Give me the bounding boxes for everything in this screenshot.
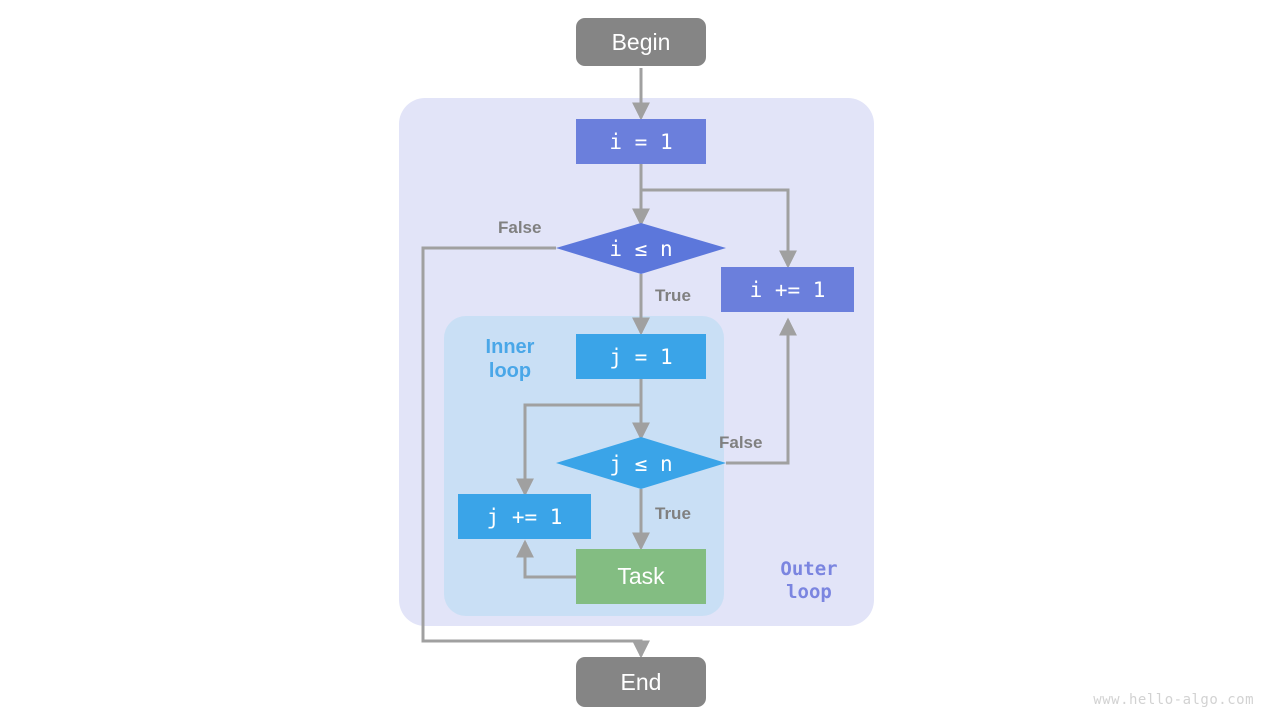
watermark: www.hello-algo.com xyxy=(1093,692,1254,708)
connector-i-init-branch-to-i-incr xyxy=(641,188,797,269)
edge-label-i-cond-false: False xyxy=(498,218,542,237)
node-i-incr-shape[interactable] xyxy=(721,267,854,312)
connector-task-to-j-incr xyxy=(516,539,576,579)
inner-loop-label: Inner loop xyxy=(485,336,535,383)
connector-j-init-branch-to-j-incr xyxy=(516,403,641,497)
connector-j-cond-false-to-i-incr xyxy=(726,317,797,465)
edge-label-i-cond-true: True xyxy=(655,286,691,305)
connector-i-cond-false-to-end xyxy=(421,246,650,659)
node-j-incr-shape[interactable] xyxy=(458,494,591,539)
outer-loop-label: Outer loop xyxy=(780,558,838,604)
node-end-shape[interactable] xyxy=(576,657,706,707)
node-i-init-shape[interactable] xyxy=(576,119,706,164)
node-i-cond-shape[interactable] xyxy=(556,223,726,274)
node-j-cond-shape[interactable] xyxy=(556,437,726,489)
edge-label-j-cond-true: True xyxy=(655,504,691,523)
edge-label-j-cond-false: False xyxy=(719,433,763,452)
node-j-init-shape[interactable] xyxy=(576,334,706,379)
node-task-shape[interactable] xyxy=(576,549,706,604)
node-begin-shape[interactable] xyxy=(576,18,706,66)
